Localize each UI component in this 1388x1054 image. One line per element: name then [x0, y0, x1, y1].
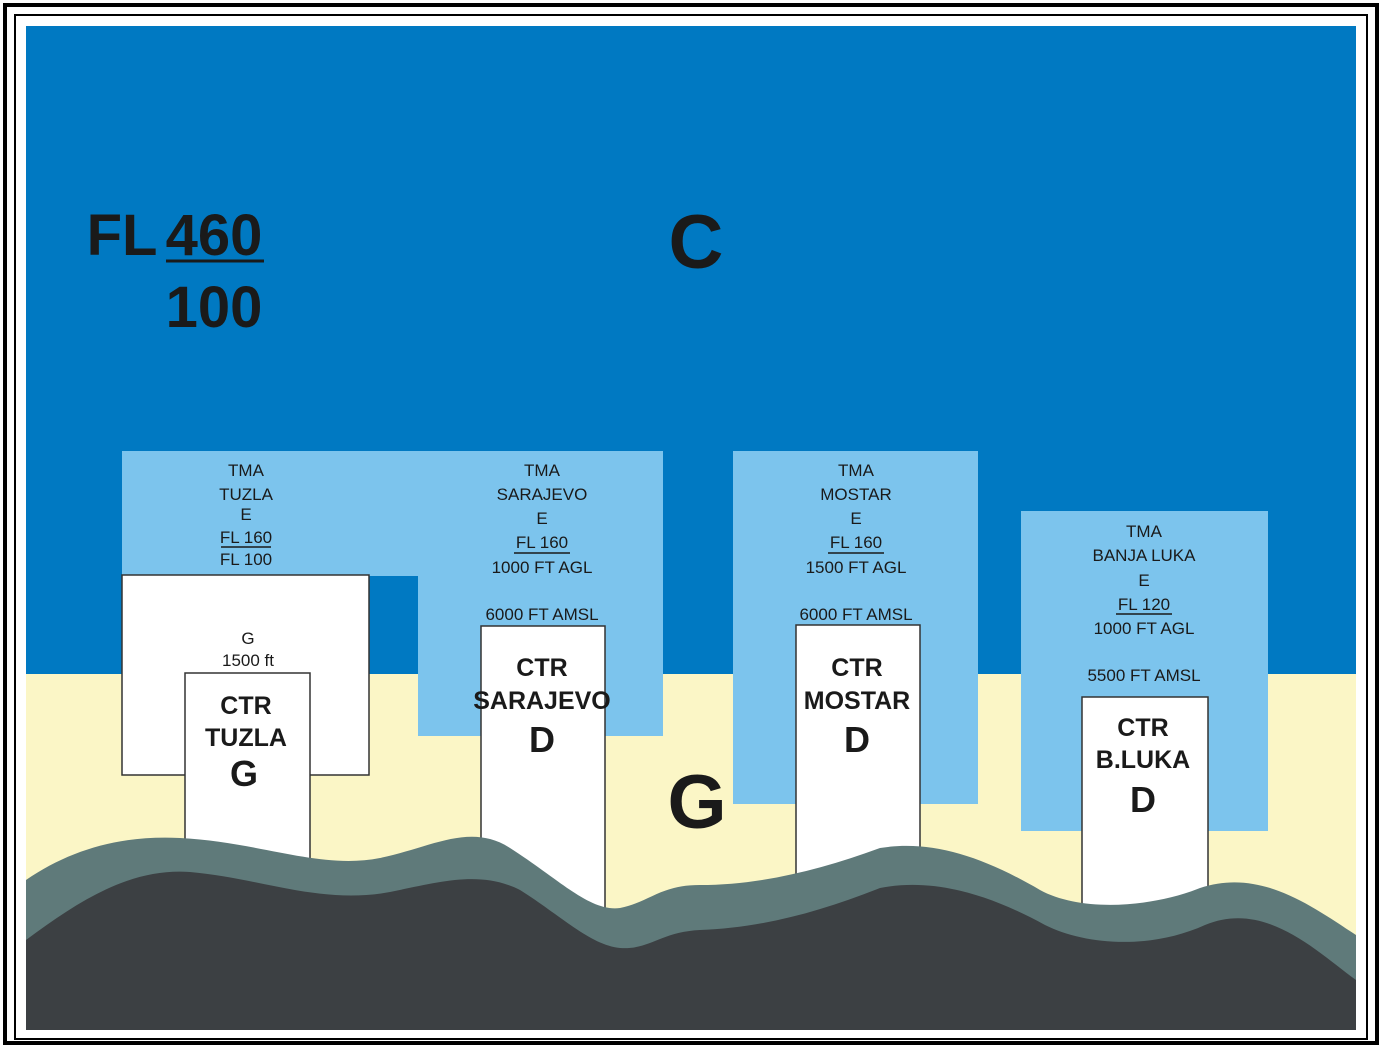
outer-frame: [3, 3, 1379, 1045]
ctr-tuzla-line2: TUZLA: [205, 724, 287, 752]
tma-mostar-class: E: [850, 509, 861, 528]
ctr-mostar-line2: MOSTAR: [804, 687, 910, 715]
ctr-mostar-line1: CTR: [831, 654, 882, 682]
tma-mostar-lower2: 6000 FT AMSL: [799, 605, 912, 624]
tma-tuzla-lower: FL 100: [220, 550, 272, 569]
ctr-mostar-class: D: [844, 719, 870, 760]
ctr-sarajevo-line1: CTR: [516, 654, 567, 682]
tma-sarajevo-class: E: [536, 509, 547, 528]
tuzla-g-limit: 1500 ft: [222, 651, 274, 670]
ctr-banja-luka-line2: B.LUKA: [1096, 746, 1190, 774]
tma-banja-luka-class: E: [1138, 571, 1149, 590]
tma-tuzla-line2: TUZLA: [219, 485, 274, 504]
ctr-sarajevo-line2: SARAJEVO: [473, 687, 611, 715]
tma-banja-luka-upper: FL 120: [1118, 595, 1170, 614]
ctr-sarajevo-class: D: [529, 719, 555, 760]
tma-tuzla-class: E: [240, 505, 251, 524]
tma-sarajevo-upper: FL 160: [516, 533, 568, 552]
tma-sarajevo-line1: TMA: [524, 461, 561, 480]
ground-class-label: G: [667, 760, 726, 845]
tma-mostar-line1: TMA: [838, 461, 875, 480]
fl-lower-label: 100: [166, 275, 263, 340]
tma-sarajevo-line2: SARAJEVO: [497, 485, 588, 504]
tma-sarajevo-lower: 1000 FT AGL: [492, 558, 593, 577]
fl-upper-label: 460: [166, 203, 263, 268]
tuzla-g-class: G: [241, 629, 254, 648]
tma-mostar-line2: MOSTAR: [820, 485, 891, 504]
tma-sarajevo-lower2: 6000 FT AMSL: [485, 605, 598, 624]
tma-tuzla-line1: TMA: [228, 461, 265, 480]
ctr-tuzla-line1: CTR: [220, 692, 271, 720]
ctr-banja-luka-class: D: [1130, 779, 1156, 820]
ctr-banja-luka-line1: CTR: [1117, 714, 1168, 742]
tma-banja-luka-lower: 1000 FT AGL: [1094, 619, 1195, 638]
tma-banja-luka-lower2: 5500 FT AMSL: [1087, 666, 1200, 685]
tma-banja-luka-line1: TMA: [1126, 522, 1163, 541]
terrain: [26, 871, 1356, 1030]
upper-class-label: C: [669, 200, 724, 285]
ctr-tuzla-class: G: [230, 753, 258, 794]
fl-prefix-label: FL: [87, 203, 158, 268]
tma-tuzla-upper: FL 160: [220, 528, 272, 547]
inner-frame: [14, 14, 1368, 1040]
tma-mostar-lower: 1500 FT AGL: [806, 558, 907, 577]
tma-banja-luka-line2: BANJA LUKA: [1093, 546, 1197, 565]
tma-mostar-upper: FL 160: [830, 533, 882, 552]
